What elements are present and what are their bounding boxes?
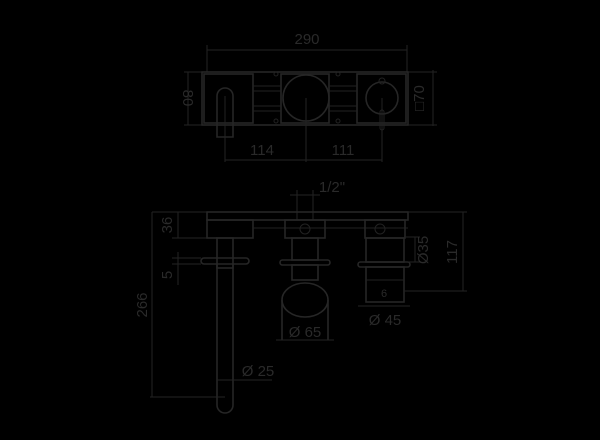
dim-handle-dia: Ø 45 [369,312,402,329]
dim-knob-dia: Ø 65 [289,324,322,341]
dim-height: 80 [179,90,196,107]
spout-top [216,87,234,138]
dim-spout-dia: Ø 25 [242,363,275,380]
dim-thread: 1/2" [319,179,345,196]
spout-flange [200,257,250,265]
dim-handle-dia-small: Ø35 [415,236,432,264]
handle-marker: 6 [381,288,387,300]
spout-body [206,219,254,239]
dim-spout-length: 266 [134,292,151,317]
dim-plate-size: □70 [411,85,428,111]
top-view: 290 80 [179,31,437,162]
mounting-plate [201,71,409,126]
dim-flange: 5 [159,271,176,279]
front-view: 1/2" Ø 65 6 Ø 45 [134,179,467,414]
spout-pipe [216,264,234,414]
wall-plate [206,211,409,221]
dim-overall-width: 290 [294,31,319,48]
diverter-knob [281,282,329,318]
dim-spout-to-center: 114 [250,142,274,159]
dim-center-to-handle: 111 [332,142,355,159]
spout-module [203,73,254,124]
dim-plate-depth: 36 [159,217,176,234]
dim-total-depth: 117 [444,240,461,264]
